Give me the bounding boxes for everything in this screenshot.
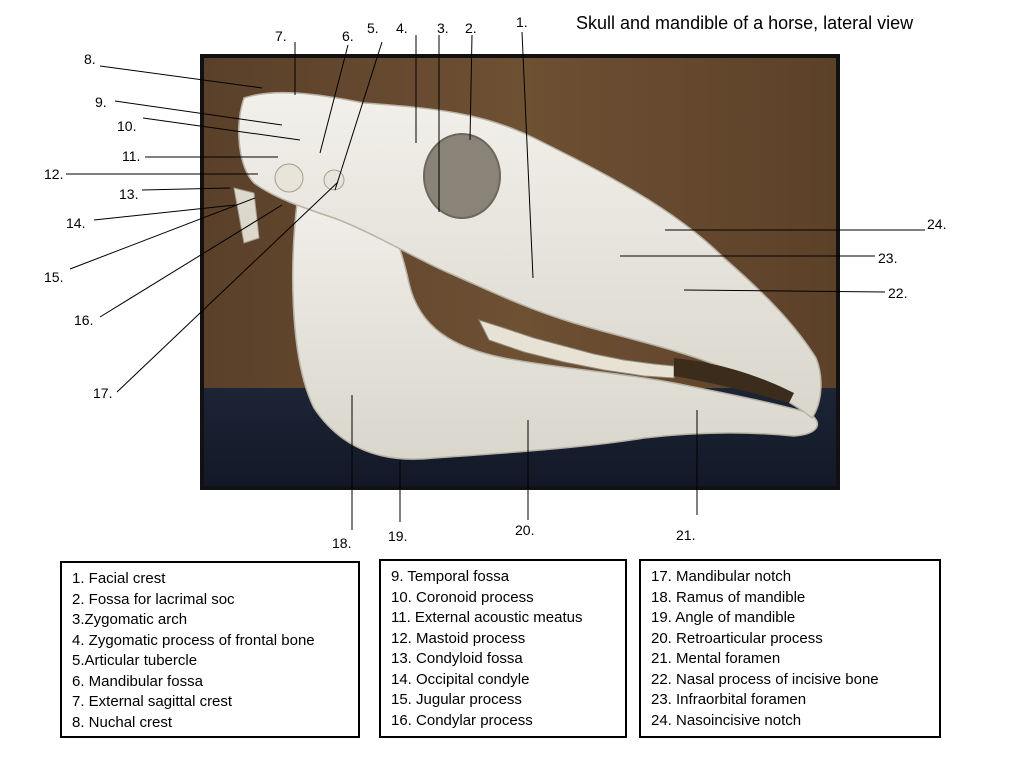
legend-item-4: 4. Zygomatic process of frontal bone [72, 631, 315, 649]
callout-17: 17. [93, 385, 113, 401]
legend-item-24: 24. Nasoincisive notch [651, 711, 802, 729]
callout-21: 21. [676, 527, 696, 543]
mandible-shape [292, 182, 819, 460]
legend-item-6: 6. Mandibular fossa [72, 672, 203, 690]
callout-8: 8. [84, 51, 96, 67]
callout-16: 16. [74, 312, 94, 328]
legend-item-17: 17. Mandibular notch [651, 568, 792, 585]
skull-illustration [204, 58, 836, 486]
legend-item-22: 22. Nasal process of incisive bone [651, 670, 879, 688]
legend-item-1: 1. Facial crest [72, 570, 166, 587]
legend-item-8: 8. Nuchal crest [72, 713, 173, 731]
legend-item-15: 15. Jugular process [391, 691, 522, 708]
callout-14: 14. [66, 215, 86, 231]
callout-6: 6. [342, 28, 354, 44]
diagram-title: Skull and mandible of a horse, lateral v… [576, 13, 914, 33]
legend-column-2: 9. Temporal fossa 10. Coronoid process 1… [379, 559, 627, 738]
callout-2: 2. [465, 20, 477, 36]
legend-item-19: 19. Angle of mandible [651, 609, 796, 626]
callout-11: 11. [122, 148, 141, 164]
callout-12: 12. [44, 166, 64, 182]
legend-item-7: 7. External sagittal crest [72, 693, 233, 710]
jaw-gap-shape [674, 358, 794, 403]
callout-19: 19. [388, 528, 408, 544]
callout-20: 20. [515, 522, 535, 538]
legend-column-3: 17. Mandibular notch 18. Ramus of mandib… [639, 559, 941, 738]
legend-item-5: 5.Articular tubercle [72, 652, 198, 669]
callout-3: 3. [437, 20, 449, 36]
callout-23: 23. [878, 250, 898, 266]
legend-item-20: 20. Retroarticular process [651, 629, 823, 647]
legend-item-2: 2. Fossa for lacrimal soc [72, 590, 235, 608]
callout-10: 10. [117, 118, 137, 134]
callout-24: 24. [927, 216, 947, 232]
skull-photo [200, 54, 840, 490]
legend-item-16: 16. Condylar process [391, 711, 533, 729]
callout-22: 22. [888, 285, 908, 301]
callout-18: 18. [332, 535, 352, 551]
legend-item-23: 23. Infraorbital foramen [651, 691, 807, 708]
callout-9: 9. [95, 94, 107, 110]
callout-4: 4. [396, 20, 408, 36]
legend-item-12: 12. Mastoid process [391, 629, 526, 647]
legend-item-3: 3.Zygomatic arch [72, 611, 188, 628]
legend-item-21: 21. Mental foramen [651, 650, 781, 667]
legend-item-9: 9. Temporal fossa [391, 568, 510, 585]
legend-item-18: 18. Ramus of mandible [651, 588, 806, 606]
callout-5: 5. [367, 20, 379, 36]
callout-1: 1. [516, 14, 528, 30]
orbit-shape [423, 133, 501, 219]
occipital-condyle-shape [274, 163, 304, 193]
condylar-process-shape [323, 169, 345, 191]
legend-item-14: 14. Occipital condyle [391, 670, 530, 688]
legend-column-1: 1. Facial crest 2. Fossa for lacrimal so… [60, 561, 360, 738]
legend-item-11: 11. External acoustic meatus [391, 609, 583, 626]
callout-15: 15. [44, 269, 64, 285]
callout-7: 7. [275, 28, 287, 44]
legend-item-10: 10. Coronoid process [391, 588, 534, 606]
callout-13: 13. [119, 186, 139, 202]
legend-item-13: 13. Condyloid fossa [391, 650, 523, 667]
